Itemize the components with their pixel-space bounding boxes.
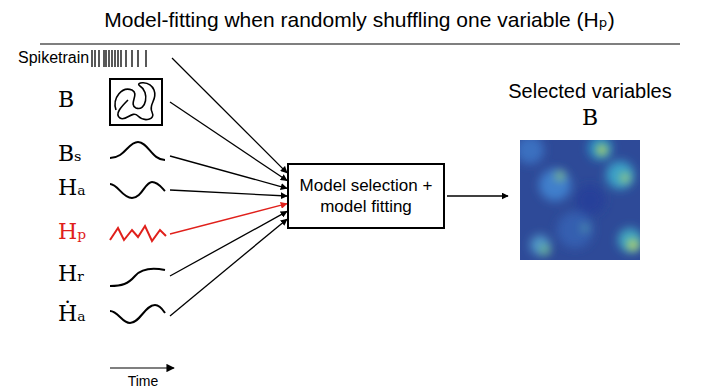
title-rule	[40, 43, 680, 44]
spike-ticks	[92, 50, 146, 67]
connector-arrow	[170, 102, 287, 181]
variable-label: Hᵣ	[58, 260, 85, 288]
variable-row: Bₛ	[58, 140, 168, 172]
variable-row: Hᵣ	[58, 260, 168, 292]
heatmap	[520, 140, 640, 260]
variable-label: B	[500, 104, 680, 132]
trace-curve	[110, 269, 165, 286]
connector-arrow	[170, 156, 287, 188]
shuffled-trace	[110, 226, 166, 241]
trace-curve	[110, 182, 165, 198]
variable-label: Hₚ	[58, 218, 86, 246]
variable-row: B	[58, 86, 168, 118]
output-panel: Selected variablesB	[500, 76, 680, 262]
variable-label: Ḣₐ	[58, 300, 86, 328]
variable-label: Spiketrain	[18, 46, 89, 70]
connector-arrow	[170, 211, 287, 276]
process-box: Model selection + model fitting	[287, 163, 445, 229]
connector-arrow	[170, 190, 287, 196]
box-label: Model selection + model fitting	[299, 175, 433, 217]
trace-curve	[110, 305, 165, 323]
axis-label: Time	[108, 372, 178, 390]
figure-title: Model-fitting when randomly shuffling on…	[0, 8, 719, 32]
variable-label: Bₛ	[58, 140, 82, 168]
variable-label: Hₐ	[58, 174, 86, 202]
variable-row: Spiketrain	[18, 46, 170, 70]
trace-curve	[110, 142, 165, 160]
time-axis	[110, 367, 174, 368]
trajectory	[115, 83, 155, 120]
arena-box	[110, 79, 162, 125]
variable-label: B	[58, 86, 74, 114]
variable-row: Hₚ	[58, 218, 168, 250]
connector-arrow	[170, 204, 287, 234]
connector-arrow	[170, 219, 287, 316]
variable-row: Ḣₐ	[58, 300, 168, 332]
connector-arrow	[447, 195, 508, 196]
variable-row: Hₐ	[58, 174, 168, 206]
panel-heading: Selected variables	[500, 78, 680, 104]
